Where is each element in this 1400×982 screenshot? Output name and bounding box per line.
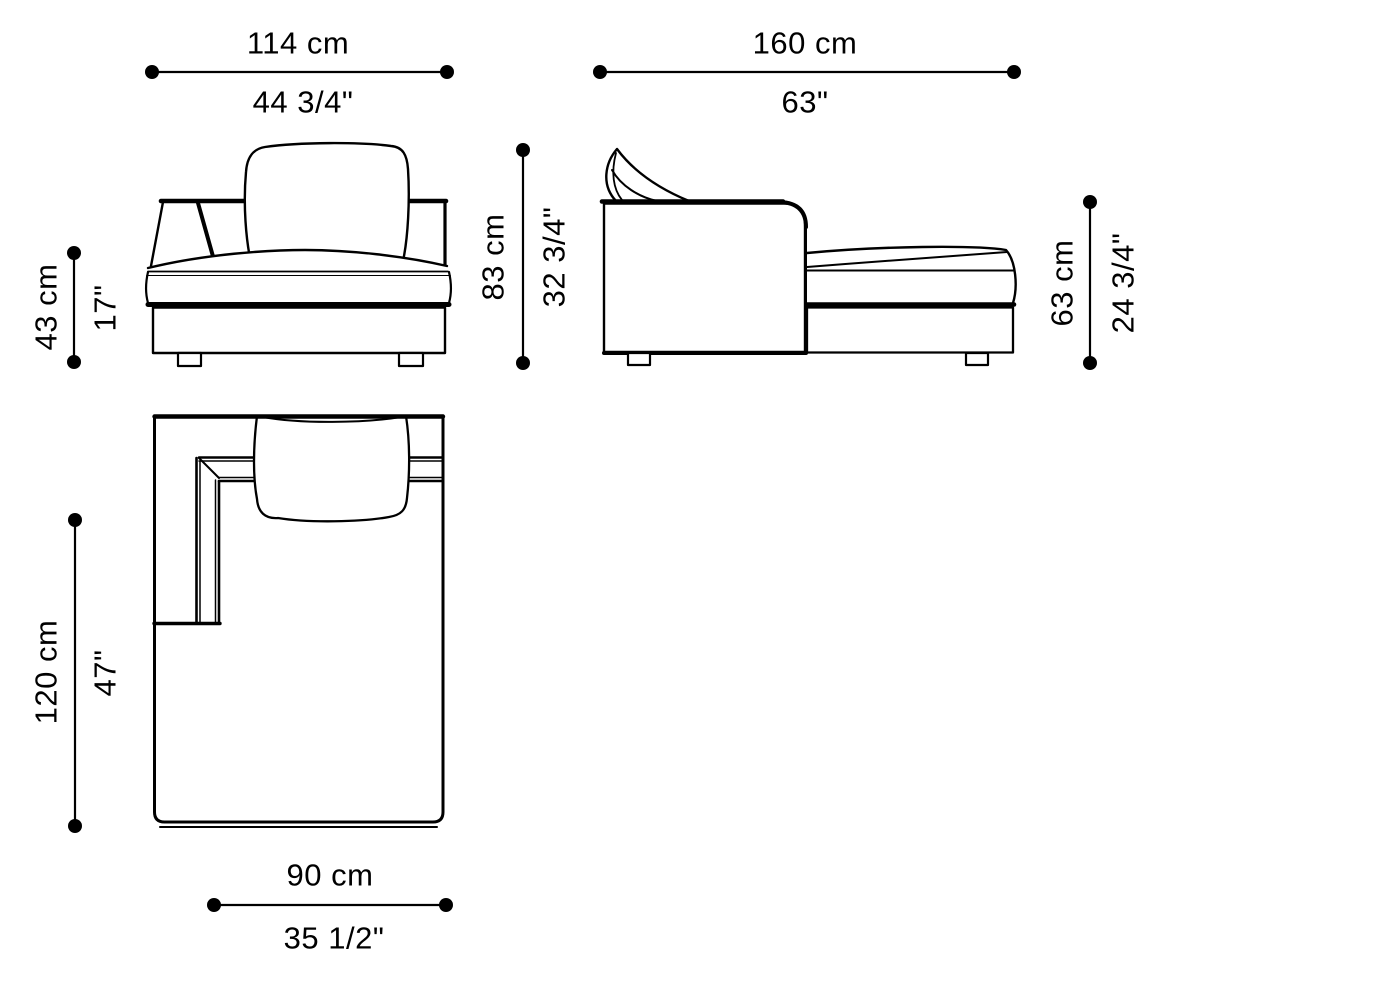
dim-label-side-length-cm: 160 cm bbox=[752, 25, 858, 61]
front-foot-right bbox=[397, 351, 425, 368]
dim-label-plan-width-inch: 35 1/2" bbox=[283, 920, 385, 956]
dim-label-plan-depth-inch: 47" bbox=[87, 649, 123, 697]
dim-label-front-total-height-cm: 83 cm bbox=[475, 213, 511, 301]
side-foot-right bbox=[964, 351, 990, 367]
side-view-drawing bbox=[599, 147, 1017, 367]
dim-label-side-length-inch: 63" bbox=[781, 84, 829, 120]
front-view-drawing bbox=[145, 141, 452, 368]
plan-pillow bbox=[252, 414, 411, 523]
dim-label-plan-width-cm: 90 cm bbox=[286, 857, 374, 893]
front-pillow bbox=[243, 141, 410, 267]
dim-label-front-width-cm: 114 cm bbox=[246, 25, 350, 61]
dimension-lines bbox=[67, 65, 1097, 912]
dim-label-front-total-height-inch: 32 3/4" bbox=[536, 206, 572, 308]
dim-label-side-seat-height-cm: 63 cm bbox=[1044, 239, 1080, 327]
dim-label-plan-depth-cm: 120 cm bbox=[28, 619, 64, 725]
side-pillow-tip bbox=[605, 147, 691, 203]
dim-label-front-seat-height-cm: 43 cm bbox=[28, 263, 64, 351]
side-foot-left bbox=[626, 351, 652, 367]
dim-label-front-width-inch: 44 3/4" bbox=[252, 84, 354, 120]
dim-label-front-seat-height-inch: 17" bbox=[87, 284, 123, 332]
dim-label-side-seat-height-inch: 24 3/4" bbox=[1105, 232, 1141, 334]
plan-view-drawing bbox=[152, 414, 446, 828]
front-foot-left bbox=[176, 351, 203, 368]
